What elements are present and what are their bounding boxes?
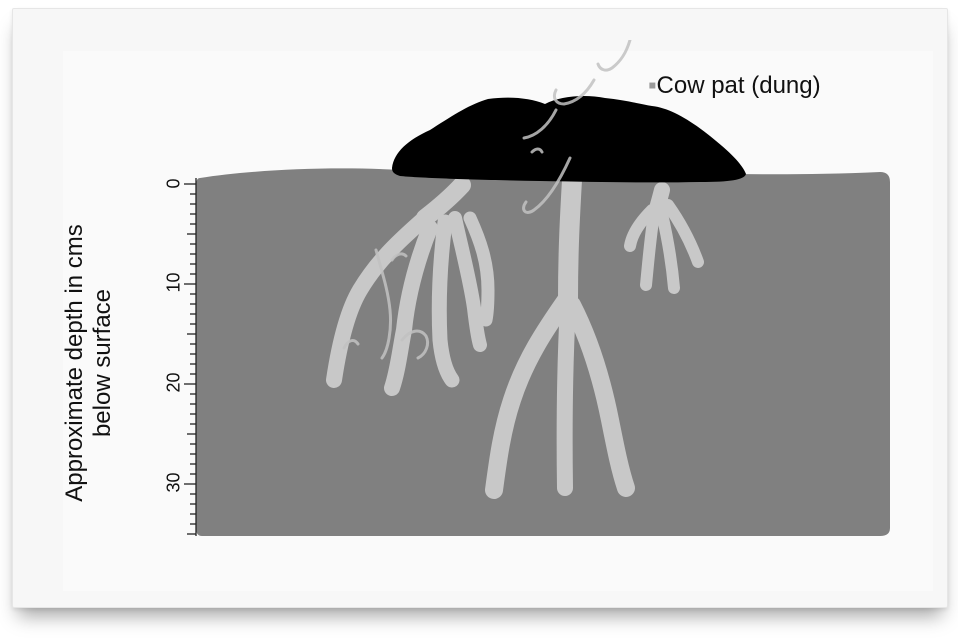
watermark	[330, 40, 710, 370]
watermark-stroke	[554, 80, 594, 104]
watermark-stroke	[344, 341, 358, 348]
depth-axis	[184, 178, 196, 536]
depth-axis-title-line-1: Approximate depth in cms	[61, 148, 89, 578]
depth-tick-label: 0	[164, 169, 185, 199]
depth-axis-title-line-2: below surface	[89, 148, 117, 578]
watermark-stroke	[376, 250, 391, 358]
depth-ticks	[184, 184, 196, 534]
watermark-stroke	[392, 254, 406, 260]
depth-tick-label: 30	[164, 468, 185, 498]
watermark-stroke	[524, 158, 570, 212]
depth-axis-title: Approximate depth in cms below surface	[61, 148, 121, 578]
depth-tick-label: 10	[164, 268, 185, 298]
watermark-stroke	[402, 331, 428, 358]
watermark-stroke	[524, 110, 556, 138]
watermark-stroke	[598, 40, 630, 70]
watermark-stroke	[532, 149, 542, 152]
depth-tick-label: 20	[164, 368, 185, 398]
